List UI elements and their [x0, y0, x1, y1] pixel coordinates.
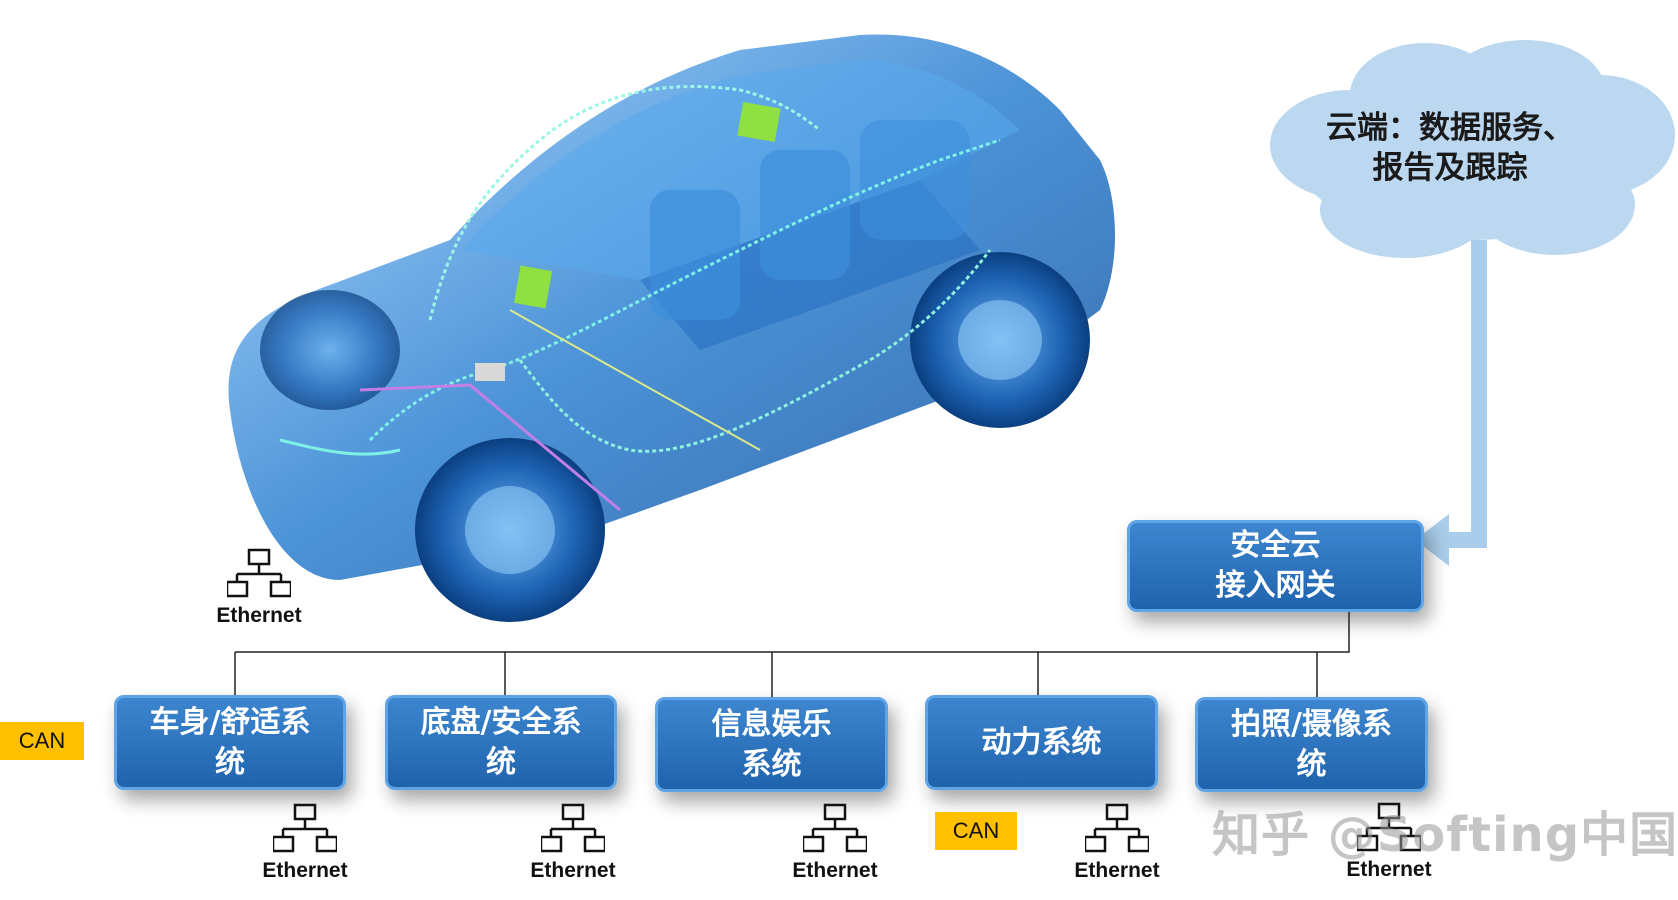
cloud-gateway-arrow: [1415, 240, 1487, 566]
car-illustration: [228, 34, 1115, 622]
watermark: 知乎 @Softing中国: [1212, 807, 1678, 863]
ethernet-node-body: Ethernet: [250, 803, 360, 883]
ethernet-label: Ethernet: [262, 859, 348, 882]
ethernet-label: Ethernet: [1074, 859, 1160, 882]
network-icon: [225, 548, 293, 598]
network-icon: [1083, 803, 1151, 853]
ethernet-node-chassis: Ethernet: [518, 803, 628, 883]
cloud-label: 云端：数据服务、 报告及跟踪: [1320, 108, 1580, 188]
cloud-line-1: 云端：数据服务、: [1326, 110, 1574, 146]
network-icon: [801, 803, 869, 853]
system-box-chassis-safety: 底盘/安全系统: [385, 695, 617, 790]
system-powertrain-line-1: 动力系统: [981, 724, 1102, 760]
system-camera-line-1: 拍照/摄像系: [1231, 706, 1392, 742]
can-tag-powertrain: CAN: [935, 812, 1017, 850]
ethernet-node-powertrain: Ethernet: [1062, 803, 1172, 883]
network-icon: [539, 803, 607, 853]
system-box-infotainment: 信息娱乐系统: [655, 697, 888, 792]
ethernet-label: Ethernet: [530, 859, 616, 882]
system-box-body-comfort: 车身/舒适系统: [114, 695, 346, 790]
gateway-line-2: 接入网关: [1215, 568, 1336, 603]
system-chassis-line-2: 统: [486, 744, 516, 780]
network-icon: [271, 803, 339, 853]
can-tag-left: CAN: [0, 722, 84, 760]
system-infotainment-line-1: 信息娱乐: [711, 706, 832, 742]
cloud-line-2: 报告及跟踪: [1372, 150, 1528, 186]
secure-cloud-gateway-box: 安全云 接入网关: [1127, 520, 1424, 612]
system-camera-line-2: 统: [1296, 746, 1327, 782]
system-infotainment-line-2: 系统: [741, 746, 802, 782]
ethernet-node-car: Ethernet: [204, 548, 314, 628]
gateway-line-1: 安全云: [1230, 528, 1321, 563]
system-body-line-1: 车身/舒适系: [149, 704, 311, 740]
ethernet-node-camera: Ethernet: [1334, 802, 1444, 882]
ethernet-label: Ethernet: [792, 859, 878, 882]
cloud-shape: [1270, 40, 1675, 258]
system-body-line-2: 统: [215, 744, 245, 780]
ethernet-node-infotainment: Ethernet: [780, 803, 890, 883]
ethernet-label: Ethernet: [216, 604, 302, 627]
system-chassis-line-1: 底盘/安全系: [420, 704, 582, 740]
ethernet-label: Ethernet: [1346, 858, 1432, 881]
system-box-powertrain: 动力系统: [925, 695, 1158, 790]
system-box-camera: 拍照/摄像系统: [1195, 697, 1428, 792]
